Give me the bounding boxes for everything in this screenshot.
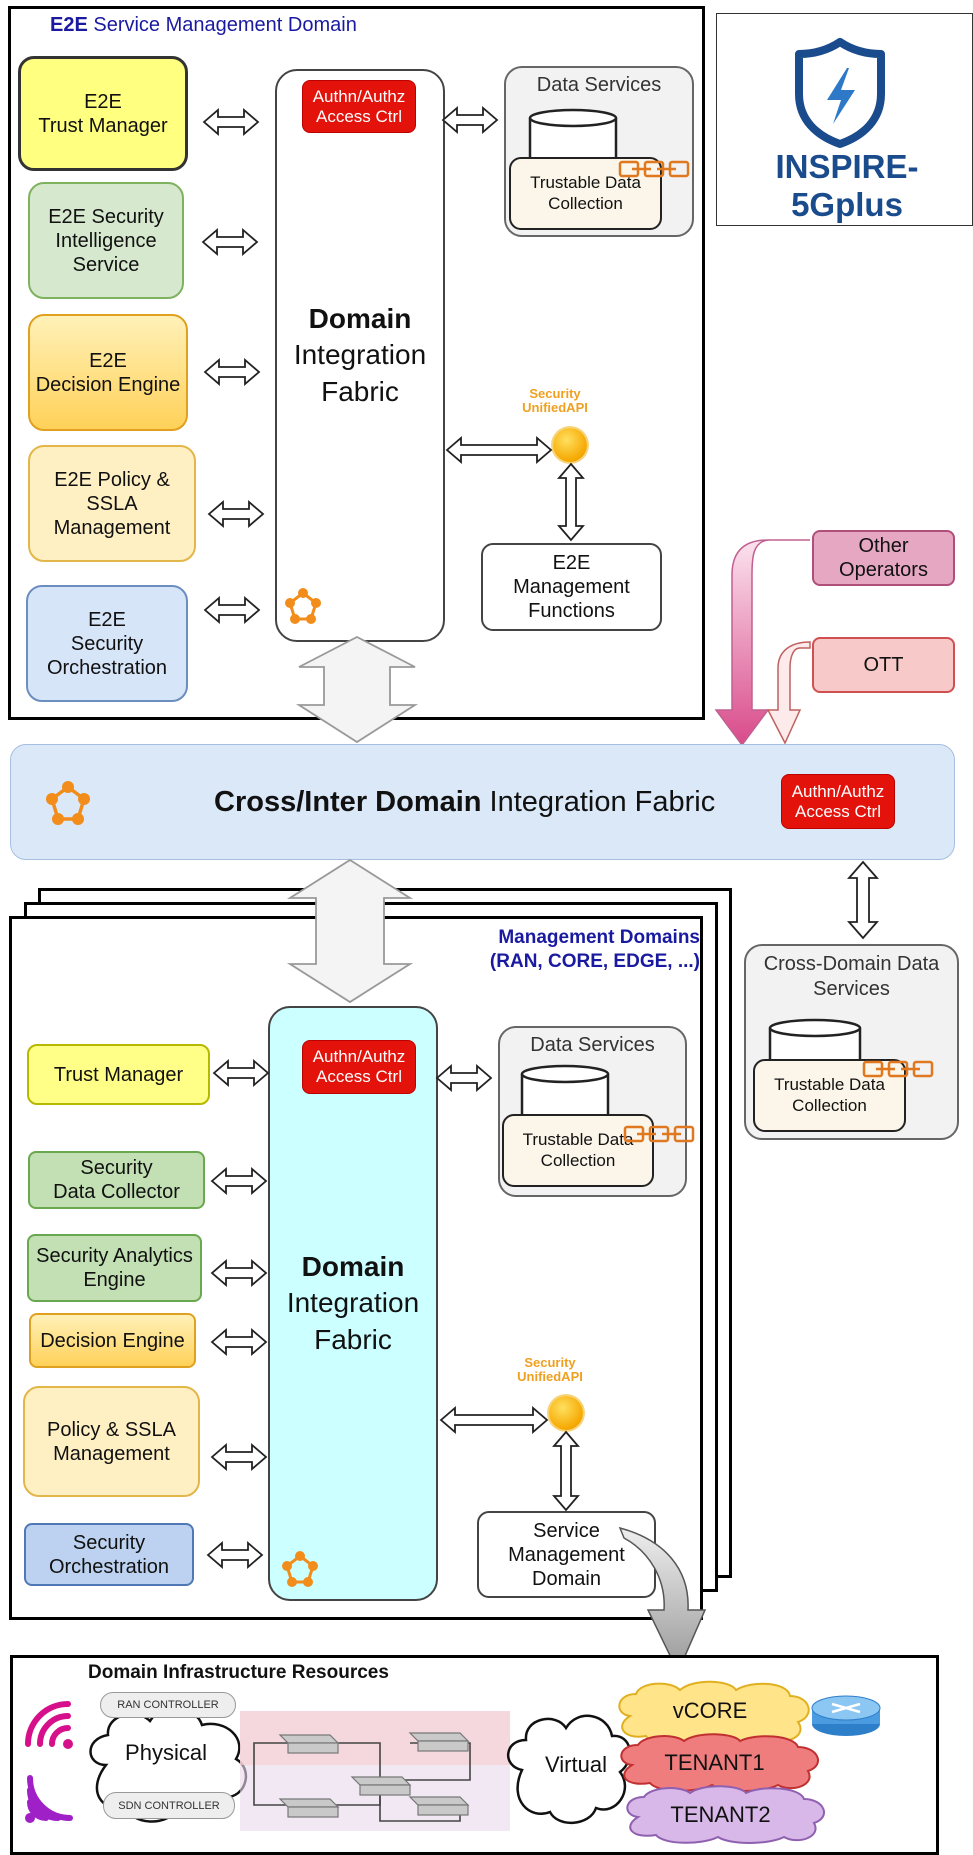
e2e-security-orchestration[interactable]: E2E Security Orchestration (26, 585, 188, 702)
arrow-tm-fabric (213, 1060, 269, 1086)
sdn-controller[interactable]: SDN CONTROLLER (103, 1792, 235, 1819)
arrow-sae-fabric (211, 1260, 267, 1286)
tenant1-label[interactable]: TENANT1 (664, 1750, 765, 1775)
e2e-title-rest: Service Management Domain (87, 14, 357, 36)
arrow-de-fabric (211, 1329, 267, 1355)
e2e-domain-integration-fabric[interactable]: Domain Integration Fabric (275, 69, 445, 642)
logo-text: INSPIRE-5Gplus (775, 148, 919, 223)
router-icon (811, 1695, 881, 1736)
service-management-domain[interactable]: Service Management Domain (477, 1511, 656, 1598)
security-orchestration[interactable]: Security Orchestration (24, 1523, 194, 1586)
arrow-e2e-cross (295, 635, 419, 744)
arrow-fabric-mgmt-ds (436, 1065, 492, 1091)
arrow-cross-mgmt (286, 858, 414, 1004)
security-analytics-engine[interactable]: Security Analytics Engine (27, 1234, 202, 1302)
other-operators[interactable]: Other Operators (812, 530, 955, 586)
arrow-so-fabric (207, 1542, 263, 1568)
switch-network (240, 1711, 510, 1831)
broadcast-signal-icon (25, 1775, 73, 1823)
arrow-fabric-api (445, 436, 553, 464)
shield-bolt-icon (795, 38, 885, 148)
e2e-decision-engine[interactable]: E2E Decision Engine (28, 314, 188, 431)
arrow-fabric-mgmt-api (439, 1406, 549, 1434)
arrow-api-smd (552, 1430, 580, 1512)
vcore-label[interactable]: vCORE (672, 1698, 748, 1723)
external-arrows (714, 539, 811, 747)
ott[interactable]: OTT (812, 637, 955, 693)
ran-controller[interactable]: RAN CONTROLLER (100, 1692, 236, 1718)
mgmt-chain-link-icon (623, 1125, 695, 1143)
cross-authn-authz-tag: Authn/Authz Access Ctrl (781, 774, 895, 829)
tenant2-cloud (626, 1785, 826, 1844)
mgmt-authn-authz-tag: Authn/Authz Access Ctrl (302, 1040, 416, 1094)
mgmt-domains-title: Management Domains (RAN, CORE, EDGE, ...… (489, 927, 700, 972)
arrow-api-mgmt (557, 462, 585, 542)
e2e-pentagon-nodes-icon (285, 588, 321, 624)
mgmt-fabric-bold: Domain (301, 1250, 405, 1282)
e2e-chain-link-icon (618, 160, 690, 178)
cross-data-services-title: Cross-Domain Data Services (763, 953, 940, 1000)
e2e-arrows (202, 107, 585, 744)
cross-chain-link-icon (862, 1060, 934, 1078)
e2e-authn-authz-tag: Authn/Authz Access Ctrl (302, 80, 416, 133)
e2e-security-intelligence-service[interactable]: E2E Security Intelligence Service (28, 182, 184, 299)
e2e-management-functions[interactable]: E2E Management Functions (481, 543, 662, 631)
infra-title: Domain Infrastructure Resources (88, 1662, 389, 1683)
cross-trustable-data-collection[interactable]: Trustable Data Collection (753, 1059, 906, 1132)
e2e-fabric-rest: Integration Fabric (293, 339, 427, 407)
arrow-other-operators (714, 539, 810, 747)
decision-engine[interactable]: Decision Engine (29, 1313, 196, 1368)
e2e-security-api-label: Security UnifiedAPI (522, 386, 588, 416)
cross-fabric-title: Cross/Inter Domain Integration Fabric (214, 786, 715, 819)
tenant2-label[interactable]: TENANT2 (670, 1802, 771, 1827)
mgmt-fabric-rest: Integration Fabric (286, 1287, 420, 1355)
mgmt-domain-integration-fabric[interactable]: Domain Integration Fabric (268, 1006, 438, 1601)
arrow-ps-fabric (211, 1444, 267, 1470)
mgmt-security-api-icon[interactable] (549, 1396, 583, 1430)
cross-title-bold: Cross/Inter Domain (214, 786, 482, 818)
wifi-signal-icon (25, 1701, 73, 1749)
mgmt-security-api-label: Security UnifiedAPI (517, 1355, 583, 1385)
cross-title-rest: Integration Fabric (481, 786, 716, 818)
mgmt-pentagon-nodes-icon (282, 1551, 318, 1587)
arrow-sdc-fabric (211, 1168, 267, 1194)
switch-icon (278, 1732, 470, 1818)
e2e-fabric-bold: Domain (308, 302, 412, 334)
virtual-label: Virtual (545, 1752, 607, 1777)
e2e-data-services-title: Data Services (536, 74, 662, 96)
e2e-domain-title: E2E Service Management Domain (50, 14, 357, 37)
policy-ssla-management[interactable]: Policy & SSLA Management (23, 1386, 200, 1497)
physical-label: Physical (125, 1740, 207, 1765)
security-data-collector[interactable]: Security Data Collector (28, 1151, 205, 1209)
arrow-smd-infra (618, 1526, 707, 1674)
mgmt-data-services-title: Data Services (530, 1034, 655, 1056)
cross-ds-arrow (847, 860, 879, 940)
arrow-ott (766, 641, 811, 745)
mgmt-database-icon (520, 1064, 610, 1126)
trust-manager[interactable]: Trust Manager (27, 1044, 210, 1105)
e2e-title-bold: E2E (50, 14, 88, 36)
e2e-security-api-icon[interactable] (553, 428, 587, 462)
e2e-trust-manager[interactable]: E2E Trust Manager (18, 56, 188, 171)
e2e-policy-ssla-management[interactable]: E2E Policy & SSLA Management (28, 445, 196, 562)
cross-pentagon-nodes-icon (46, 781, 90, 825)
